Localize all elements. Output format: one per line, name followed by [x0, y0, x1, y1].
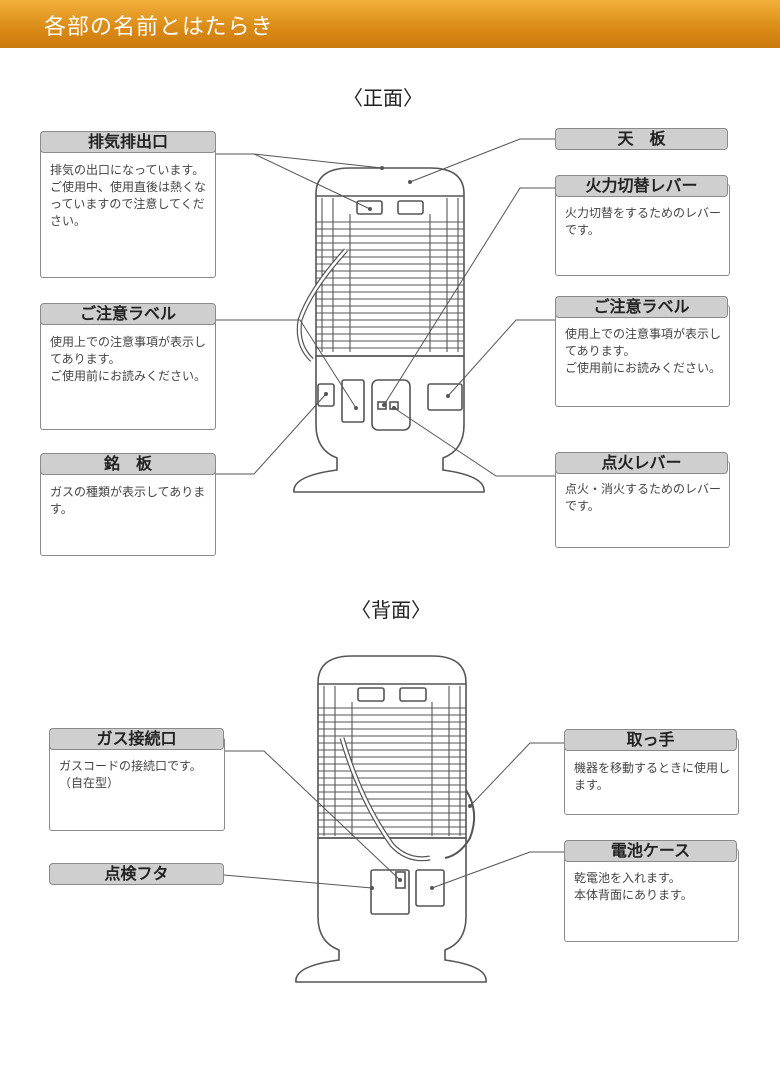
caution-label-right-callout	[555, 305, 730, 407]
inspection-cover-label: 点検フタ	[49, 863, 224, 885]
exhaust-outlet-callout	[40, 140, 216, 278]
battery-case-callout	[564, 849, 739, 942]
gas-inlet-callout	[49, 737, 225, 831]
front-heater-body	[293, 167, 485, 493]
ignition-lever-label: 点火レバー	[555, 452, 728, 474]
caution-label-right-desc: 使用上での注意事項が表示してあります。 ご使用前にお読みください。	[565, 327, 722, 375]
nameplate-desc: ガスの種類が表示してあります。	[50, 485, 206, 516]
page-header-title: 各部の名前とはたらき	[44, 15, 274, 40]
nameplate-label: 銘 板	[40, 453, 216, 475]
exhaust-outlet-desc: 排気の出口になっています。 ご使用中、使用直後は熱くなっていますので注意してくだ…	[50, 163, 207, 228]
top-plate-label: 天 板	[555, 128, 728, 150]
gas-inlet-label: ガス接続口	[49, 728, 224, 750]
battery-case-label: 電池ケース	[564, 840, 737, 862]
battery-case-desc: 乾電池を入れます。 本体背面にあります。	[574, 871, 693, 902]
caution-label-left-desc: 使用上での注意事項が表示してあります。 ご使用前にお読みください。	[50, 335, 207, 383]
caution-label-left-label: ご注意ラベル	[40, 303, 216, 325]
caution-label-left-callout	[40, 312, 216, 430]
fire-lever-desc: 火力切替をするためのレバーです。	[565, 206, 722, 237]
handle-label: 取っ手	[564, 729, 737, 751]
gas-inlet-desc: ガスコードの接続口です。 （自在型）	[59, 759, 202, 790]
nameplate-callout	[40, 462, 216, 556]
exhaust-outlet-label: 排気排出口	[40, 131, 216, 153]
leader-lines	[214, 138, 564, 889]
page-header: 各部の名前とはたらき	[0, 0, 780, 48]
handle-desc: 機器を移動するときに使用します。	[574, 761, 731, 792]
caution-label-right-label: ご注意ラベル	[555, 296, 728, 318]
fire-lever-label: 火力切替レバー	[555, 175, 728, 197]
ignition-lever-desc: 点火・消火するためのレバーです。	[565, 482, 722, 513]
back-view-title: 〈背面〉	[351, 598, 431, 622]
front-view-title: 〈正面〉	[343, 86, 423, 110]
back-heater-body	[295, 655, 487, 983]
